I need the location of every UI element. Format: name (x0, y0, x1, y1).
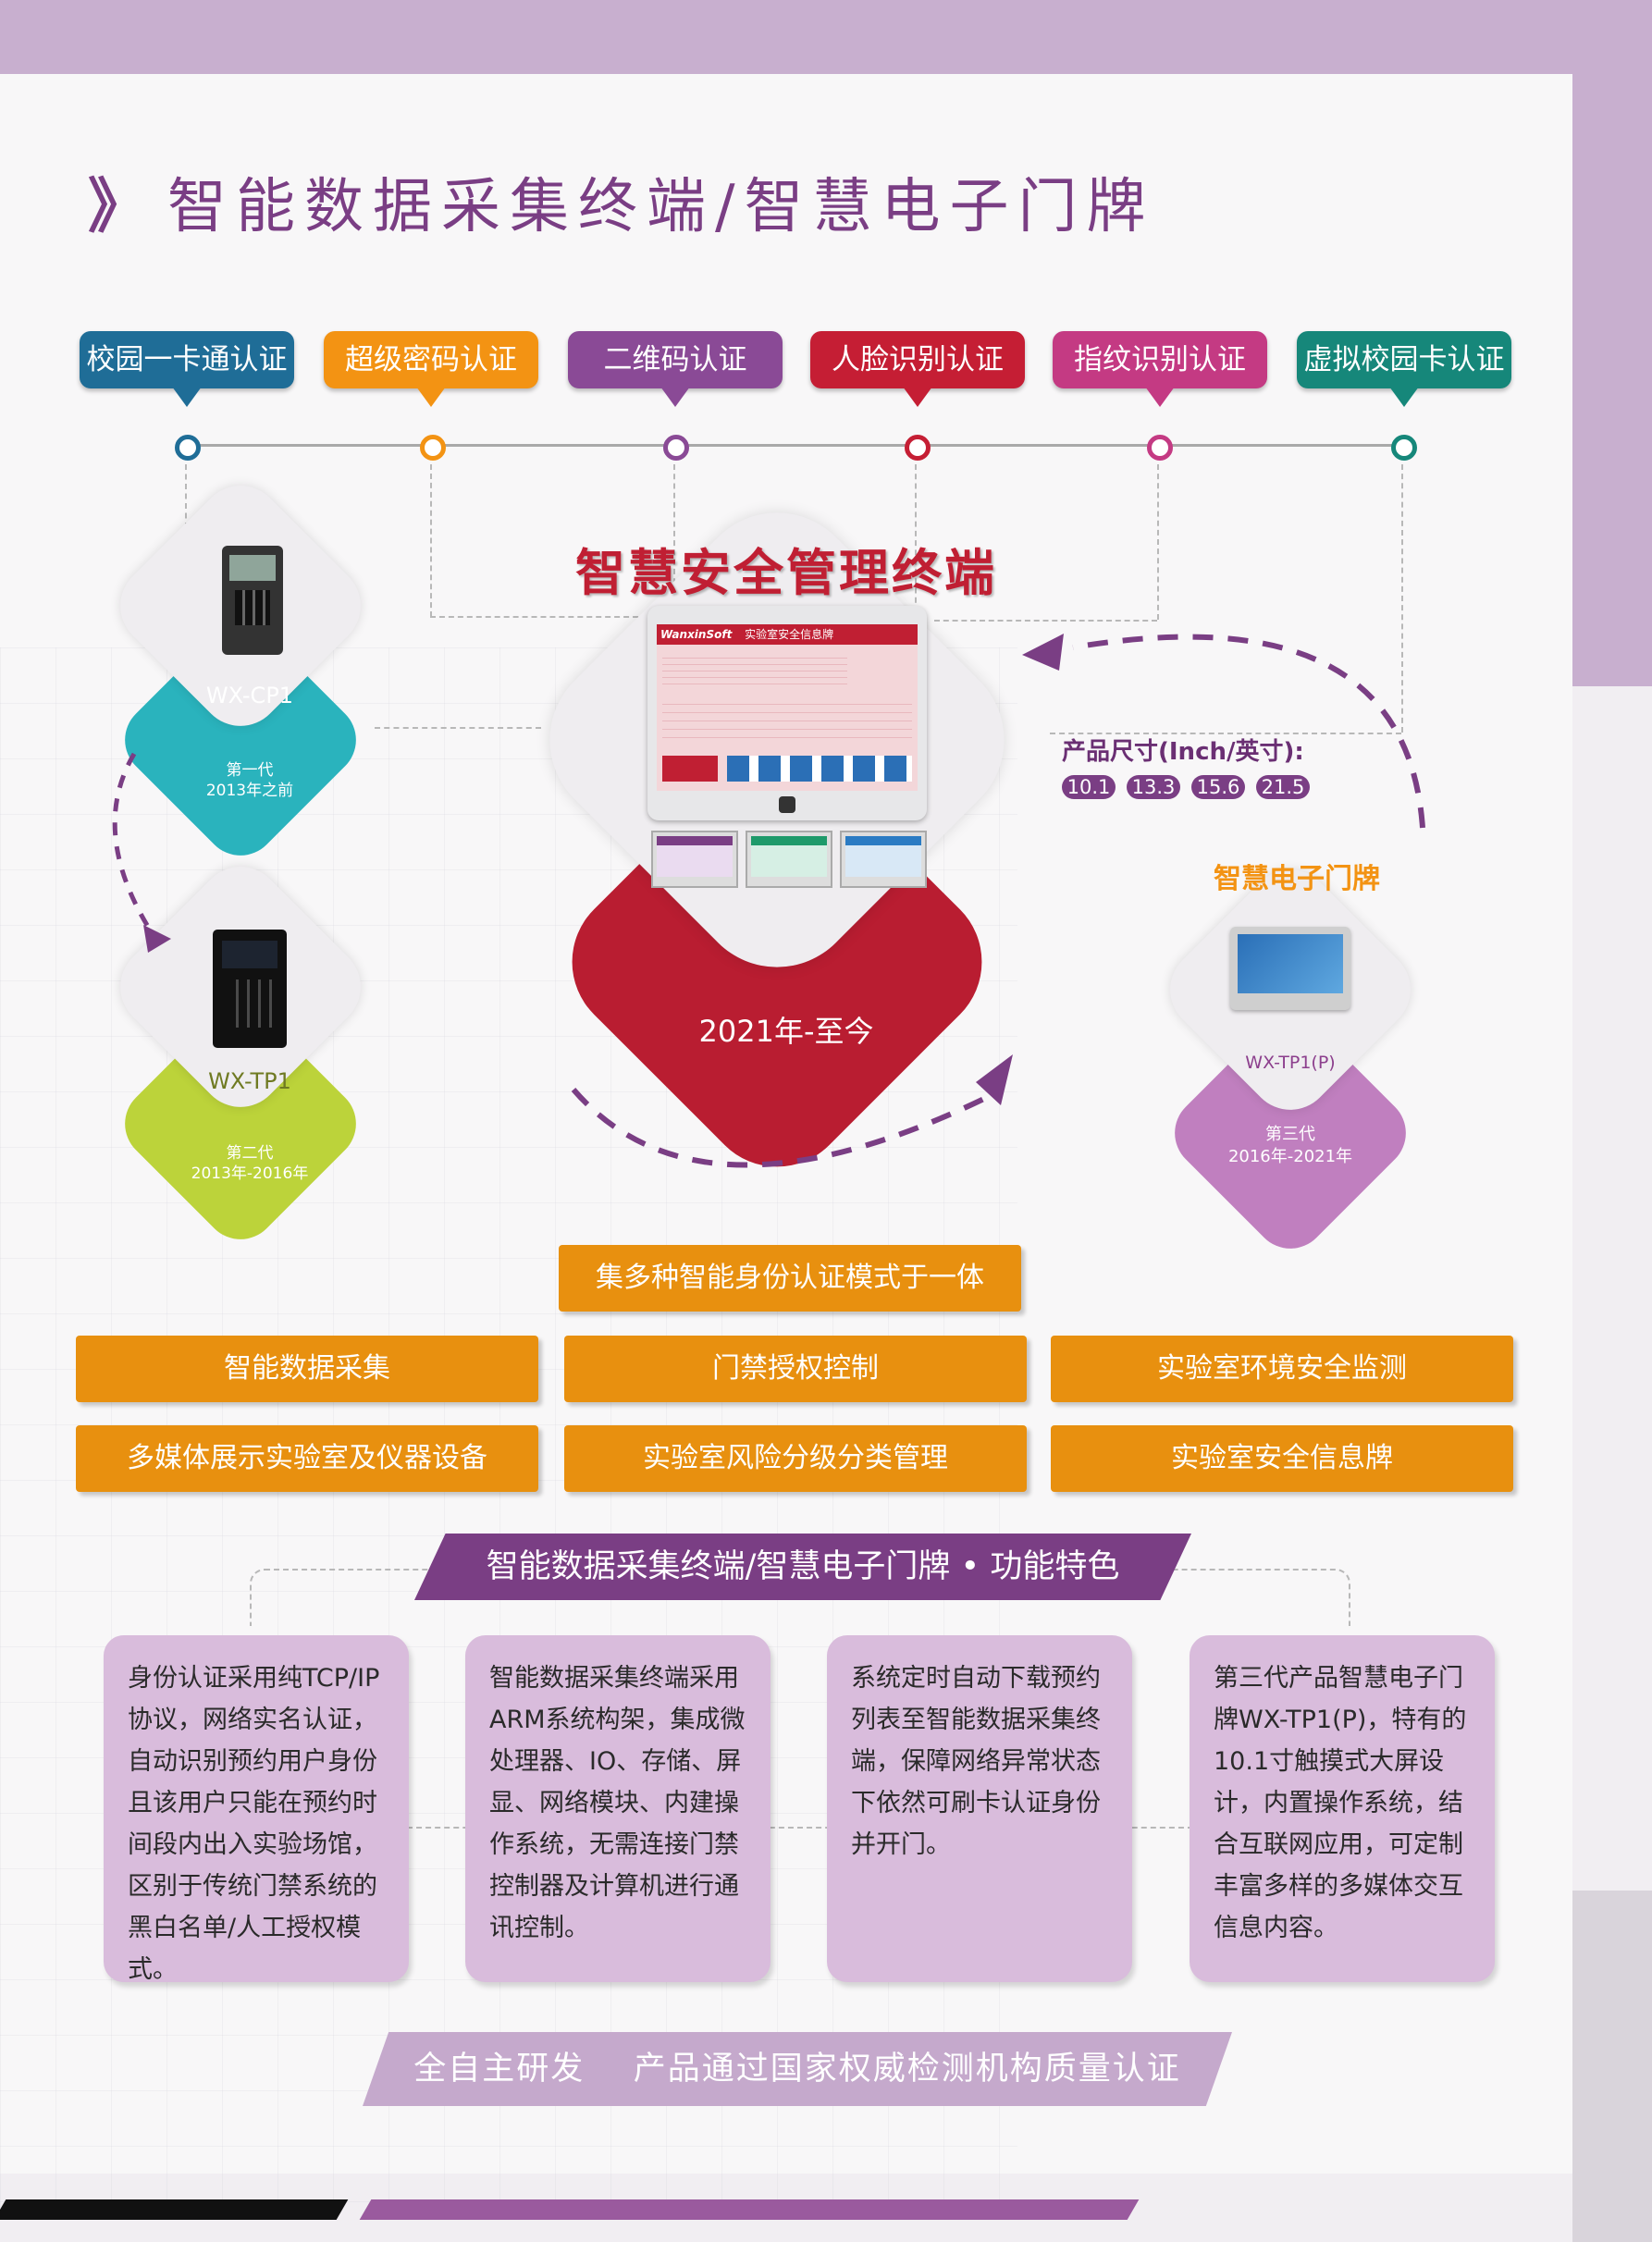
connector-line (934, 620, 1157, 622)
card-reader-device (222, 546, 283, 655)
arrowhead-icon (143, 925, 171, 953)
feature-card: 身份认证采用纯TCP/IP协议，网络实名认证，自动识别预约用户身份且该用户只能在… (104, 1635, 409, 1984)
auth-tag-virtual-card: 虚拟校园卡认证 (1297, 331, 1511, 407)
size-pill: 10.1 (1062, 775, 1116, 799)
feature-item: 智能数据采集 (76, 1336, 538, 1402)
footer-banner: 全自主研发 产品通过国家权威检测机构质量认证 (363, 2032, 1232, 2106)
camera-icon (779, 796, 795, 813)
gen2-model: WX-TP1 (208, 1068, 291, 1094)
page-title-text: 智能数据采集终端/智慧电子门牌 (167, 173, 1155, 241)
arrowhead-icon (976, 1054, 1013, 1105)
connector-line (430, 464, 432, 617)
bottom-stripe-black (0, 2199, 349, 2220)
feature-card: 系统定时自动下载预约列表至智能数据采集终端，保障网络异常状态下依然可刷卡认证身份… (827, 1635, 1132, 1982)
double-chevron-icon: 》 (88, 173, 156, 241)
screen-signs (727, 756, 912, 782)
size-pill: 13.3 (1127, 775, 1180, 799)
feature-card: 第三代产品智慧电子门牌WX-TP1(P)，特有的10.1寸触摸式大屏设计，内置操… (1190, 1635, 1495, 1982)
section-banner: 智能数据采集终端/智慧电子门牌 • 功能特色 (414, 1534, 1191, 1600)
right-band (1572, 0, 1652, 686)
connector-line (407, 1827, 1193, 1829)
arrowhead-icon (1022, 634, 1064, 671)
connector-line (1401, 464, 1403, 733)
evolution-arrows (112, 634, 1425, 1168)
connector-line (915, 464, 917, 612)
size-pill: 21.5 (1256, 775, 1310, 799)
arrow-center-loop (571, 1088, 1001, 1168)
feature-top: 集多种智能身份认证模式于一体 (559, 1245, 1021, 1312)
page-title: 》智能数据采集终端/智慧电子门牌 (88, 159, 1155, 244)
size-label: 产品尺寸(Inch/英寸): (1062, 738, 1304, 766)
terminal-device: WanxinSoft 实验室安全信息牌 (647, 606, 927, 820)
center-title: 智慧安全管理终端 (575, 544, 997, 602)
timeline-dot (1391, 435, 1417, 461)
bottom-stripe-purple (359, 2199, 1140, 2220)
screen-variant-purple (651, 831, 738, 888)
auth-tag-campus-card: 校园一卡通认证 (80, 331, 294, 407)
screen-variant-blue (840, 831, 927, 888)
screen-header: WanxinSoft 实验室安全信息牌 (657, 624, 918, 645)
timeline-dot (1147, 435, 1173, 461)
arrow-gen3-to-center (1072, 634, 1425, 829)
door-sign-device (1230, 927, 1350, 1010)
feature-item: 门禁授权控制 (564, 1336, 1027, 1402)
gen2-label: 第二代 (226, 1144, 274, 1163)
gen3-label: 第三代 (1265, 1125, 1315, 1144)
auth-tag-fingerprint: 指纹识别认证 (1053, 331, 1267, 407)
gen3-model: WX-TP1(P) (1245, 1053, 1336, 1073)
gen3-title: 智慧电子门牌 (1214, 863, 1380, 895)
timeline-dot (420, 435, 446, 461)
feature-item: 实验室环境安全监测 (1051, 1336, 1513, 1402)
arrow-gen1-to-gen2 (112, 752, 155, 936)
feature-item: 实验室风险分级分类管理 (564, 1425, 1027, 1492)
gen2-period: 2013年-2016年 (191, 1164, 309, 1183)
screen-table (662, 652, 847, 689)
gen3-period: 2016年-2021年 (1227, 1147, 1353, 1166)
connector-line (1050, 733, 1401, 734)
gen1-period: 2013年之前 (205, 782, 294, 800)
size-pill: 15.6 (1191, 775, 1245, 799)
top-band (0, 0, 1652, 74)
connector-line (375, 727, 541, 729)
keypad-reader-device (213, 930, 287, 1048)
gen1-label: 第一代 (226, 761, 274, 780)
feature-item: 实验室安全信息牌 (1051, 1425, 1513, 1492)
screen-button (662, 756, 718, 782)
timeline-dot (663, 435, 689, 461)
screen-rules (662, 696, 912, 745)
timeline-line (185, 444, 1406, 447)
center-period: 2021年-至今 (698, 1014, 874, 1049)
connector-line (1157, 464, 1159, 620)
auth-tag-face: 人脸识别认证 (810, 331, 1025, 407)
auth-tag-super-password: 超级密码认证 (324, 331, 538, 407)
terminal-screen: WanxinSoft 实验室安全信息牌 (657, 624, 918, 791)
connector-line (673, 464, 675, 612)
right-band-lower (1572, 1891, 1652, 2242)
timeline-dot (175, 435, 201, 461)
feature-card: 智能数据采集终端采用ARM系统构架，集成微处理器、IO、存储、屏显、网络模块、内… (465, 1635, 771, 1982)
connector-line (430, 616, 647, 618)
connector-line (185, 464, 187, 548)
gen1-model: WX-CP1 (205, 683, 294, 708)
timeline-dot (905, 435, 931, 461)
auth-tag-qrcode: 二维码认证 (568, 331, 783, 407)
feature-item: 多媒体展示实验室及仪器设备 (76, 1425, 538, 1492)
screen-variant-green (746, 831, 832, 888)
